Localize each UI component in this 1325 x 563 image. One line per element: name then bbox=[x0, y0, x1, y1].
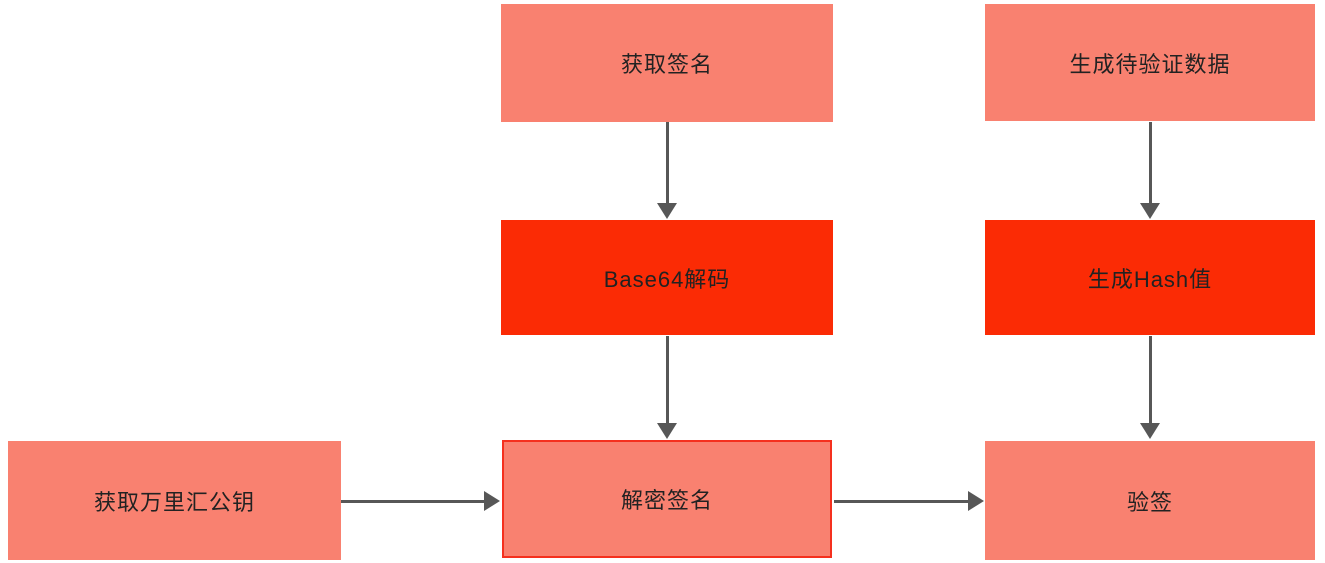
arrow-get-public-key-to-decrypt-signature bbox=[341, 491, 500, 511]
arrow-line bbox=[834, 499, 969, 503]
node-generate-hash: 生成Hash值 bbox=[985, 220, 1315, 335]
node-base64-decode-label: Base64解码 bbox=[603, 266, 731, 292]
arrow-line bbox=[341, 499, 485, 503]
node-generate-hash-label: 生成Hash值 bbox=[1087, 266, 1213, 292]
node-decrypt-signature: 解密签名 bbox=[502, 440, 832, 558]
arrow-generate-hash-to-verify-signature bbox=[1140, 336, 1160, 439]
node-verify-signature: 验签 bbox=[985, 441, 1315, 560]
arrow-line bbox=[665, 122, 669, 204]
arrowhead-down-icon bbox=[657, 423, 677, 439]
arrow-generate-data-to-generate-hash bbox=[1140, 122, 1160, 219]
node-decrypt-signature-label: 解密签名 bbox=[620, 488, 713, 513]
arrow-line bbox=[1148, 336, 1152, 424]
arrow-decrypt-signature-to-verify-signature bbox=[834, 491, 984, 511]
node-generate-data-to-verify-label: 生成待验证数据 bbox=[1069, 51, 1231, 77]
node-get-worldfirst-public-key: 获取万里汇公钥 bbox=[8, 441, 341, 560]
node-get-worldfirst-public-key-label: 获取万里汇公钥 bbox=[93, 489, 255, 515]
node-get-signature-label: 获取签名 bbox=[620, 52, 713, 77]
node-base64-decode: Base64解码 bbox=[501, 220, 833, 335]
arrow-base64-decode-to-decrypt-signature bbox=[657, 336, 677, 439]
arrowhead-down-icon bbox=[1140, 423, 1160, 439]
node-verify-signature-label: 验签 bbox=[1126, 489, 1173, 515]
arrowhead-down-icon bbox=[1140, 203, 1160, 219]
node-generate-data-to-verify: 生成待验证数据 bbox=[985, 4, 1315, 121]
arrow-get-signature-to-base64-decode bbox=[657, 122, 677, 219]
arrowhead-down-icon bbox=[657, 203, 677, 219]
node-get-signature: 获取签名 bbox=[501, 4, 833, 122]
arrow-line bbox=[1148, 122, 1152, 204]
arrowhead-right-icon bbox=[968, 491, 984, 511]
arrowhead-right-icon bbox=[484, 491, 500, 511]
arrow-line bbox=[665, 336, 669, 424]
